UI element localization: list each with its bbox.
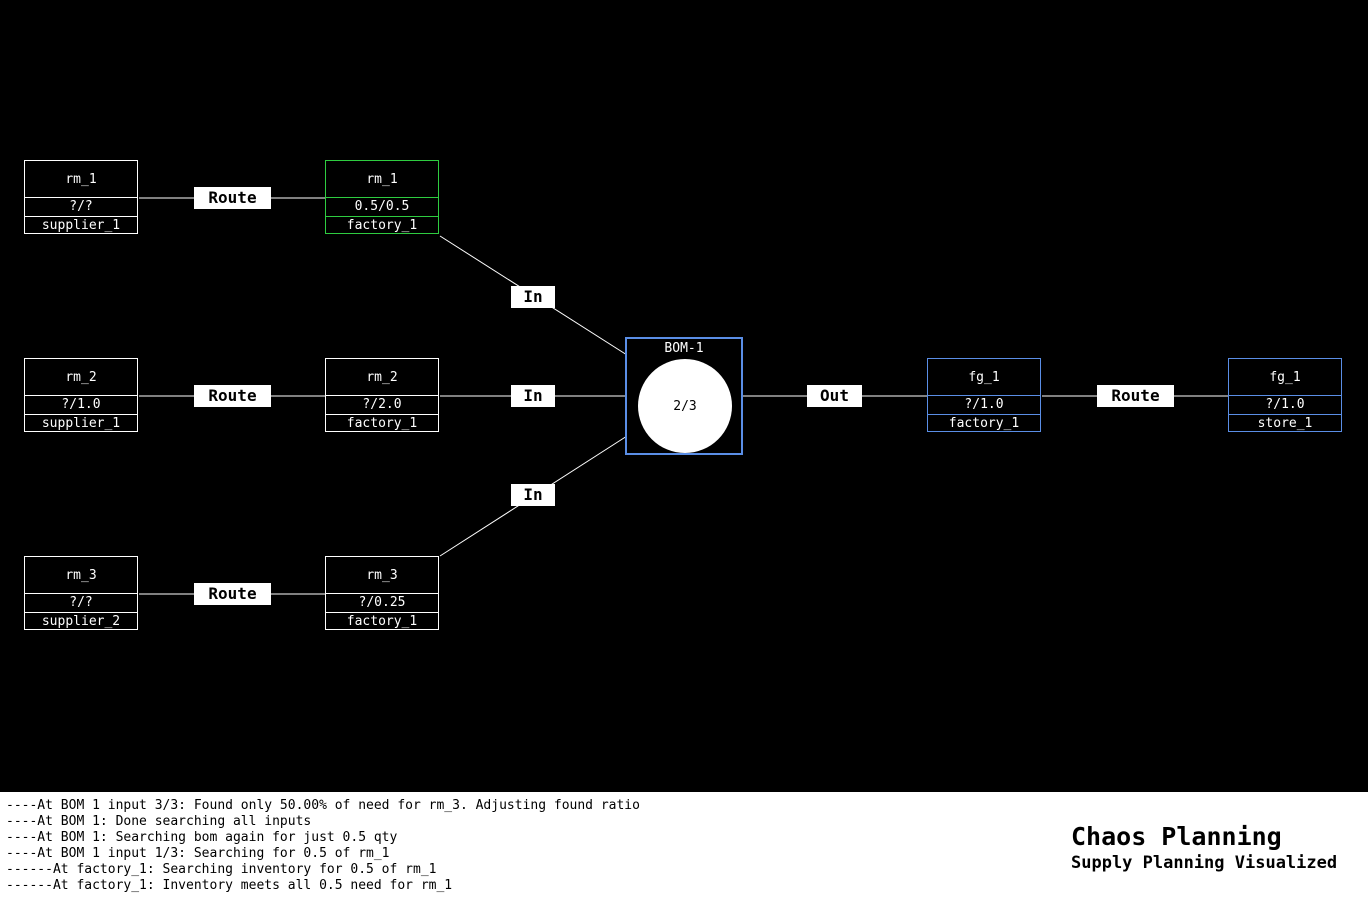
node-title: rm_1 — [366, 171, 398, 187]
bom-node[interactable]: BOM-1 2/3 — [625, 337, 743, 455]
node-location: factory_1 — [346, 415, 418, 431]
brand-title: Chaos Planning — [1071, 822, 1282, 851]
bom-title: BOM-1 — [664, 341, 704, 356]
node-location: factory_1 — [948, 415, 1020, 431]
node-qty: 0.5/0.5 — [354, 199, 410, 214]
log-line: ----At BOM 1 input 1/3: Searching for 0.… — [6, 846, 390, 861]
route-label-rm1: Route — [194, 187, 271, 209]
log-line: ----At BOM 1 input 3/3: Found only 50.00… — [6, 798, 640, 813]
log-panel: ----At BOM 1 input 3/3: Found only 50.00… — [0, 792, 1368, 912]
node-title: rm_1 — [65, 171, 97, 187]
node-title: rm_3 — [366, 567, 398, 583]
node-location: supplier_1 — [41, 415, 121, 431]
log-line: ------At factory_1: Searching inventory … — [6, 862, 437, 877]
node-rm1-factory[interactable]: rm_1 0.5/0.5 factory_1 — [325, 160, 439, 234]
node-rm3-supplier[interactable]: rm_3 ?/? supplier_2 — [24, 556, 138, 630]
node-qty: ?/0.25 — [358, 595, 406, 610]
out-label: Out — [807, 385, 862, 407]
node-qty: ?/1.0 — [61, 397, 101, 412]
node-qty: ?/1.0 — [1265, 397, 1305, 412]
node-title: fg_1 — [968, 369, 1000, 385]
log-line: ------At factory_1: Inventory meets all … — [6, 878, 453, 893]
brand-subtitle: Supply Planning Visualized — [1071, 853, 1338, 873]
log-line: ----At BOM 1: Done searching all inputs — [6, 814, 312, 829]
node-rm3-factory[interactable]: rm_3 ?/0.25 factory_1 — [325, 556, 439, 630]
bom-progress-circle: 2/3 — [638, 359, 732, 453]
node-title: rm_2 — [366, 369, 398, 385]
node-qty: ?/? — [69, 595, 93, 610]
node-qty: ?/2.0 — [362, 397, 402, 412]
node-title: fg_1 — [1269, 369, 1301, 385]
supply-network-diagram: rm_1 ?/? supplier_1 rm_1 0.5/0.5 factory… — [24, 160, 1342, 630]
node-title: rm_2 — [65, 369, 97, 385]
bom-progress: 2/3 — [673, 398, 697, 414]
in-label-rm2: In — [511, 385, 555, 407]
route-label-rm3: Route — [194, 583, 271, 605]
node-location: supplier_2 — [41, 613, 121, 629]
node-rm1-supplier[interactable]: rm_1 ?/? supplier_1 — [24, 160, 138, 234]
node-location: supplier_1 — [41, 217, 121, 233]
node-fg1-factory[interactable]: fg_1 ?/1.0 factory_1 — [927, 358, 1041, 432]
log-list: ----At BOM 1 input 3/3: Found only 50.00… — [6, 798, 640, 894]
node-rm2-supplier[interactable]: rm_2 ?/1.0 supplier_1 — [24, 358, 138, 432]
log-line: ----At BOM 1: Searching bom again for ju… — [6, 830, 398, 845]
node-rm2-factory[interactable]: rm_2 ?/2.0 factory_1 — [325, 358, 439, 432]
node-location: store_1 — [1257, 415, 1313, 431]
in-label-rm3: In — [511, 484, 555, 506]
node-qty: ?/1.0 — [964, 397, 1004, 412]
route-label-rm2: Route — [194, 385, 271, 407]
route-label-fg1: Route — [1097, 385, 1174, 407]
node-location: factory_1 — [346, 217, 418, 233]
node-qty: ?/? — [69, 199, 93, 214]
node-title: rm_3 — [65, 567, 97, 583]
node-location: factory_1 — [346, 613, 418, 629]
node-fg1-store[interactable]: fg_1 ?/1.0 store_1 — [1228, 358, 1342, 432]
in-label-rm1: In — [511, 286, 555, 308]
